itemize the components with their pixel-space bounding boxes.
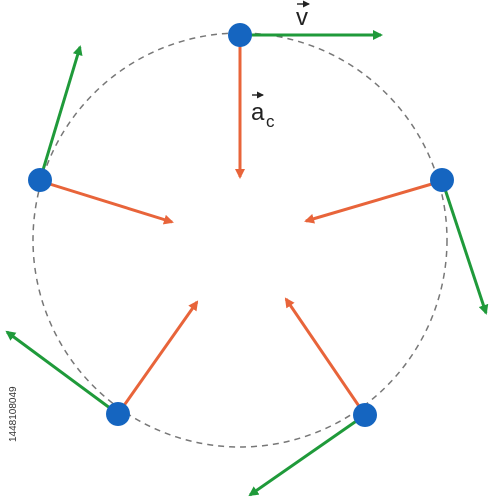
acceleration-arrows	[39, 36, 443, 416]
particles	[28, 23, 454, 427]
velocity-arrow-bottom-left	[5, 330, 119, 416]
stock-id-watermark: 1448108049	[8, 386, 19, 442]
acceleration-label: a c	[251, 91, 275, 131]
particle-bottom-left	[106, 402, 130, 426]
acceleration-symbol: a	[251, 99, 265, 126]
acceleration-arrow-left	[39, 179, 174, 225]
velocity-symbol: v	[296, 4, 308, 31]
particle-left	[28, 168, 52, 192]
velocity-arrow-right	[440, 179, 489, 315]
acceleration-arrow-right	[304, 179, 443, 224]
particle-top	[228, 23, 252, 47]
particle-bottom-right	[353, 403, 377, 427]
acceleration-arrow-bottom-left	[116, 300, 199, 415]
velocity-arrow-bottom-right	[248, 413, 366, 497]
velocity-label: v	[296, 0, 310, 31]
particle-right	[430, 168, 454, 192]
acceleration-arrow-bottom-right	[284, 297, 367, 416]
velocity-arrows	[5, 30, 489, 497]
orbit-path	[32, 32, 448, 448]
acceleration-subscript: c	[266, 112, 275, 131]
velocity-arrow-left	[38, 45, 83, 181]
